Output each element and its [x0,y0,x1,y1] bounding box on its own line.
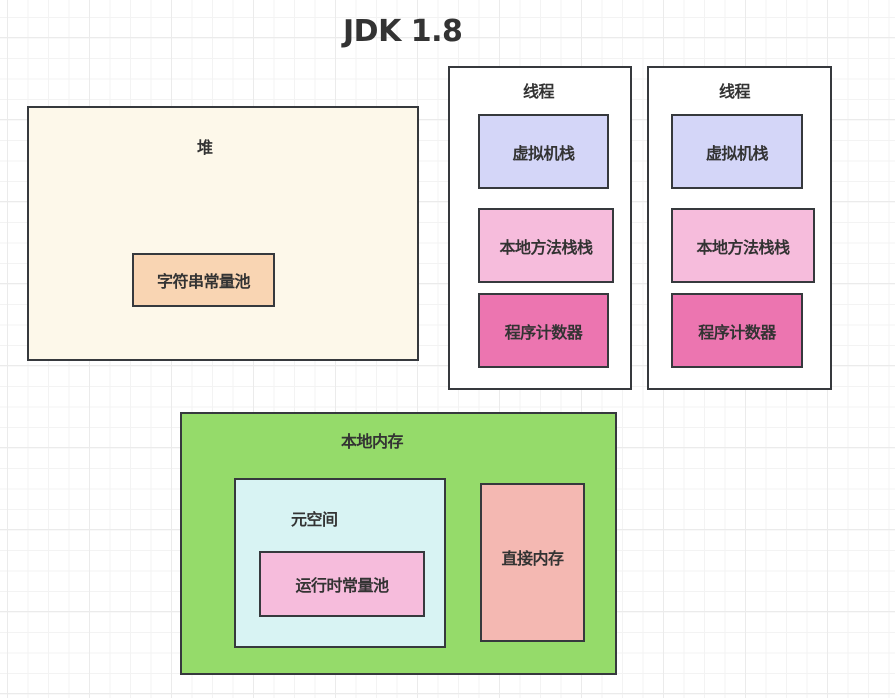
thread-label: 线程 [719,82,751,101]
direct-memory-box[interactable]: 直接内存 [480,483,585,642]
runtime-constant-pool-box[interactable]: 运行时常量池 [259,551,425,617]
runtime-constant-pool-label: 运行时常量池 [295,576,389,595]
metaspace-box[interactable]: 元空间 运行时常量池 [234,478,446,648]
thread-box-2[interactable]: 线程 虚拟机栈 本地方法栈栈 程序计数器 [647,66,832,390]
string-constant-pool-label: 字符串常量池 [156,272,251,291]
native-method-stack-label: 本地方法栈栈 [696,237,790,257]
thread-label: 线程 [523,82,555,101]
program-counter-label: 程序计数器 [698,322,776,342]
program-counter-label: 程序计数器 [504,322,583,342]
heap-label: 堆 [197,138,213,157]
program-counter-box[interactable]: 程序计数器 [671,293,803,368]
native-method-stack-label: 本地方法栈栈 [499,237,593,257]
metaspace-label: 元空间 [291,510,338,529]
vm-stack-box[interactable]: 虚拟机栈 [478,114,609,189]
vm-stack-label: 虚拟机栈 [512,143,575,163]
thread-box-1[interactable]: 线程 虚拟机栈 本地方法栈栈 程序计数器 [448,66,632,390]
native-memory-box[interactable]: 本地内存 元空间 运行时常量池 直接内存 [180,412,617,675]
native-method-stack-box[interactable]: 本地方法栈栈 [478,208,614,283]
string-constant-pool-box[interactable]: 字符串常量池 [132,253,275,307]
native-memory-label: 本地内存 [341,432,404,451]
vm-stack-label: 虚拟机栈 [705,143,769,163]
native-method-stack-box[interactable]: 本地方法栈栈 [671,208,815,283]
vm-stack-box[interactable]: 虚拟机栈 [671,114,803,189]
diagram-title: JDK 1.8 [343,14,463,49]
direct-memory-label: 直接内存 [501,548,564,568]
heap-box[interactable]: 堆 字符串常量池 [27,106,419,361]
program-counter-box[interactable]: 程序计数器 [478,293,609,368]
